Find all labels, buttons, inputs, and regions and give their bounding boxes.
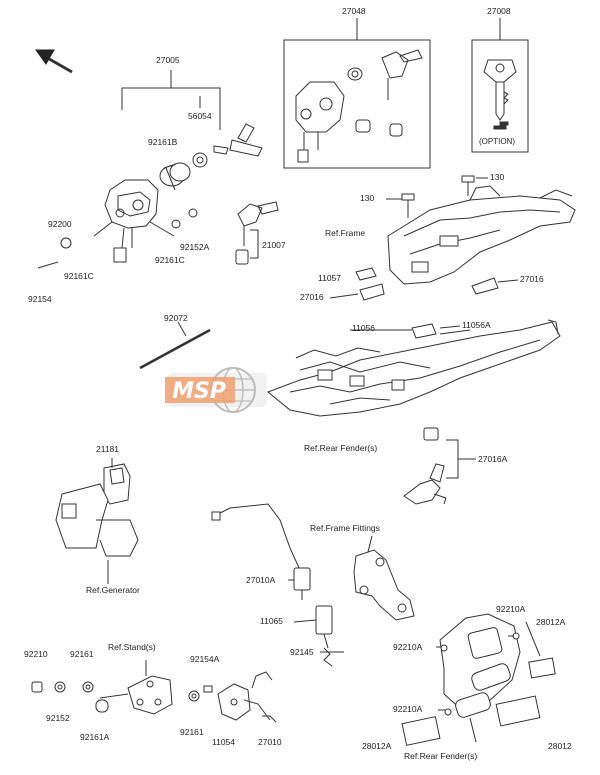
keys-21007 <box>235 201 279 265</box>
ref-stand: Ref.Stand(s) <box>108 642 156 652</box>
label-27010: 27010 <box>258 737 282 747</box>
label-92145: 92145 <box>290 647 314 657</box>
option-caption: (OPTION) <box>479 137 515 146</box>
label-92152A: 92152A <box>180 242 210 252</box>
label-28012A-b: 28012A <box>362 741 392 751</box>
stand-switch-parts <box>31 671 277 723</box>
label-92161A: 92161A <box>80 732 110 742</box>
ref-rear-fender-a: Ref.Rear Fender(s) <box>304 443 378 453</box>
label-92161B: 92161B <box>148 137 178 147</box>
label-92161C-a: 92161C <box>64 271 94 281</box>
label-92210A-a: 92210A <box>496 604 526 614</box>
option-key-27008 <box>483 59 517 130</box>
msp-watermark-logo: MSP <box>163 365 271 415</box>
label-27016-b: 27016 <box>520 274 544 284</box>
generator-bracket-21181 <box>55 458 139 584</box>
ref-generator: Ref.Generator <box>86 585 140 595</box>
label-11056: 11056 <box>352 323 376 333</box>
ref-rear-fender-b: Ref.Rear Fender(s) <box>404 751 478 761</box>
label-92210A-b: 92210A <box>393 642 423 652</box>
label-92072: 92072 <box>164 313 188 323</box>
label-27048: 27048 <box>342 6 366 16</box>
ignition-switch <box>93 179 175 263</box>
label-27016A: 27016A <box>478 454 508 464</box>
label-92200: 92200 <box>48 219 72 229</box>
label-92210: 92210 <box>24 649 48 659</box>
label-92210A-c: 92210A <box>393 704 423 714</box>
keys-27005 <box>213 123 263 157</box>
label-92154: 92154 <box>28 294 52 304</box>
label-21007: 21007 <box>262 240 286 250</box>
keys-27016A <box>403 463 447 505</box>
label-92161-b: 92161 <box>180 727 204 737</box>
label-11054: 11054 <box>212 737 236 747</box>
label-92161-a: 92161 <box>70 649 94 659</box>
label-56054: 56054 <box>188 111 212 121</box>
label-92154A: 92154A <box>190 654 220 664</box>
front-arrow-icon <box>35 49 73 74</box>
label-130-b: 130 <box>360 193 375 203</box>
label-11056A: 11056A <box>462 320 491 330</box>
rear-fender-assembly <box>267 319 561 441</box>
label-21181: 21181 <box>96 444 120 454</box>
frame-fitting-bracket <box>353 535 415 621</box>
label-11057: 11057 <box>318 273 342 283</box>
lock-set-27048 <box>295 49 423 163</box>
label-27016-a: 27016 <box>300 292 324 302</box>
label-28012: 28012 <box>548 741 572 751</box>
label-28012A-a: 28012A <box>536 617 566 627</box>
ref-frame-fittings: Ref.Frame Fittings <box>310 523 380 533</box>
label-92161C-b: 92161C <box>155 255 185 265</box>
label-92152: 92152 <box>46 713 70 723</box>
rear-frame-assembly <box>386 175 576 285</box>
key-cylinder-92161B <box>159 162 191 187</box>
label-27010A: 27010A <box>246 575 276 585</box>
svg-text:MSP: MSP <box>172 379 226 404</box>
label-11065: 11065 <box>260 616 284 626</box>
license-light-bracket <box>401 613 556 746</box>
label-27005: 27005 <box>156 55 180 65</box>
label-130-a: 130 <box>490 172 505 182</box>
ref-frame: Ref.Frame <box>325 228 366 238</box>
label-27008: 27008 <box>487 6 511 16</box>
